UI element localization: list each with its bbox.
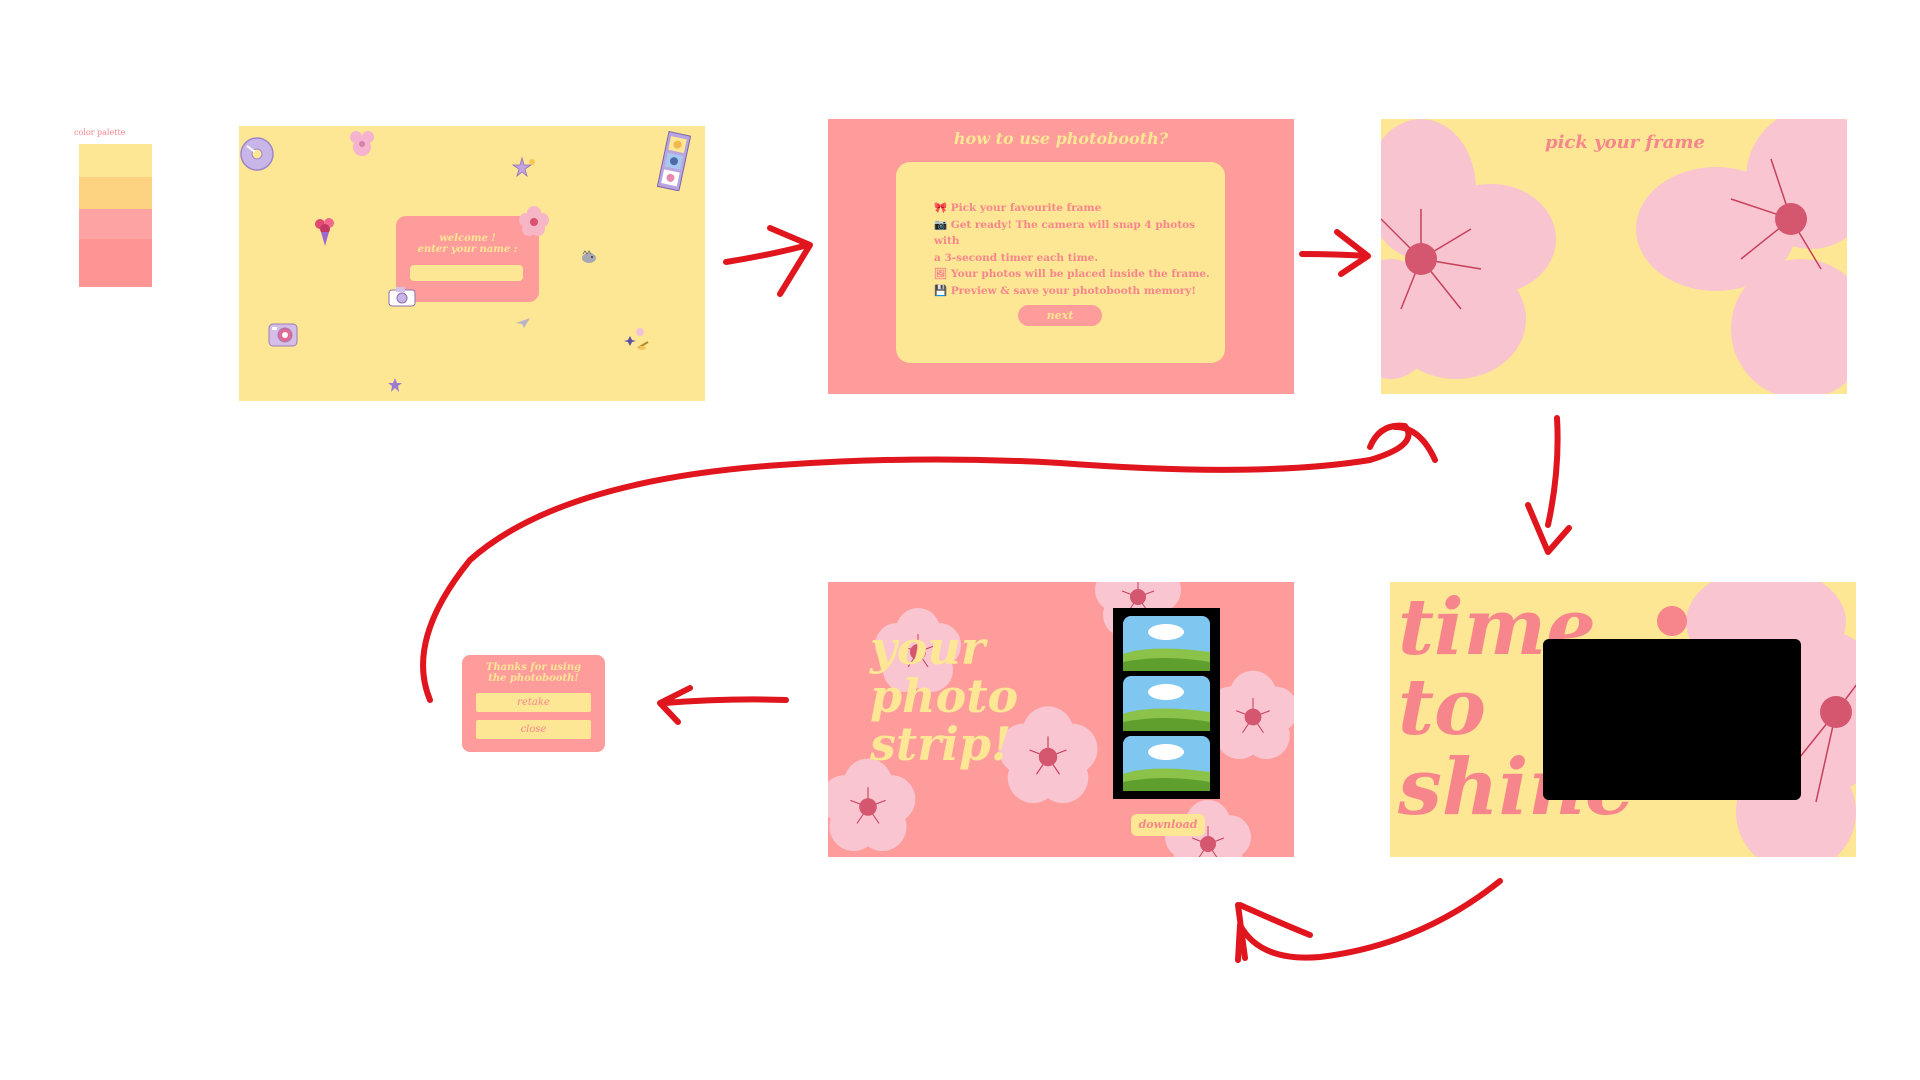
photo-placeholder-3 xyxy=(1123,736,1210,791)
name-input[interactable] xyxy=(410,265,523,281)
thanks-line1: Thanks for using xyxy=(485,662,582,673)
arrow-strip-to-thanks xyxy=(657,685,789,725)
screen-pick-frame: pick your frame xyxy=(1381,119,1847,394)
time-to-shine-line2: to xyxy=(1398,662,1487,753)
color-palette-label: color palette xyxy=(74,128,126,137)
photo-placeholder-1 xyxy=(1123,616,1210,671)
photo-sticker-icon xyxy=(655,131,691,191)
screen-welcome: welcome ! enter your name : xyxy=(239,126,705,401)
star-icon xyxy=(512,156,538,182)
pick-frame-title: pick your frame xyxy=(1545,132,1705,153)
photo-strip-title-line1: your xyxy=(870,621,986,675)
instruction-step: 📷 Get ready! The camera will snap 4 phot… xyxy=(934,218,1196,248)
arrow-thanks-to-frame xyxy=(420,422,1438,703)
camera-icon xyxy=(387,285,417,307)
how-to-title: how to use photobooth? xyxy=(953,129,1169,148)
cherry-blossom-icon xyxy=(519,206,549,236)
close-button[interactable]: close xyxy=(476,720,591,739)
instant-camera-icon xyxy=(266,319,300,349)
screen-how-to-use: how to use photobooth? 🎀 Pick your favou… xyxy=(828,119,1294,394)
screen-photo-strip: your photo strip! download xyxy=(828,582,1294,857)
enter-name-label: enter your name : xyxy=(417,244,518,255)
next-button[interactable]: next xyxy=(1018,305,1102,326)
instructions-list: 🎀 Pick your favourite frame 📷 Get ready!… xyxy=(934,200,1224,299)
instruction-step: 💾 Preview & save your photobooth memory! xyxy=(934,284,1196,297)
flower-icon xyxy=(347,128,377,158)
paper-plane-icon xyxy=(515,317,531,329)
photo-strip xyxy=(1113,608,1220,799)
sparkle-icon xyxy=(622,326,652,356)
thanks-line2: the photobooth! xyxy=(488,673,579,684)
instruction-step: 🎀 Pick your favourite frame xyxy=(934,202,1102,214)
palette-swatch-orange xyxy=(79,177,152,209)
cd-icon xyxy=(239,136,275,172)
screen-time-to-shine: time to shine xyxy=(1390,582,1856,857)
arrow-instructions-to-frame xyxy=(1299,229,1371,277)
retake-button[interactable]: retake xyxy=(476,693,591,712)
star-icon xyxy=(387,377,403,393)
photo-placeholder-2 xyxy=(1123,676,1210,731)
bouquet-icon xyxy=(312,216,338,248)
download-button[interactable]: download xyxy=(1131,814,1205,836)
palette-swatch-yellow xyxy=(79,144,152,177)
palette-swatch-pink xyxy=(79,239,152,287)
arrow-frame-to-camera xyxy=(1525,415,1572,555)
cherry-blossom-icon xyxy=(1636,119,1847,394)
instruction-step: a 3-second timer each time. xyxy=(934,251,1099,264)
cherry-blossom-icon xyxy=(1381,119,1556,379)
arrow-welcome-to-instructions xyxy=(723,225,813,297)
camera-preview xyxy=(1543,639,1801,800)
photo-strip-title-line3: strip! xyxy=(870,717,1012,771)
welcome-dialog: welcome ! enter your name : xyxy=(396,216,539,302)
arrow-camera-to-strip xyxy=(1235,878,1503,963)
shutter-button[interactable] xyxy=(1657,606,1687,636)
thanks-dialog: Thanks for using the photobooth! retake … xyxy=(462,655,605,752)
welcome-heading: welcome ! xyxy=(439,233,496,244)
instruction-step: 🖼 Your photos will be placed inside the … xyxy=(934,268,1210,280)
instructions-card: 🎀 Pick your favourite frame 📷 Get ready!… xyxy=(896,162,1225,363)
palette-swatch-light-pink xyxy=(79,209,152,239)
hedgehog-icon xyxy=(580,249,598,265)
color-palette: color palette xyxy=(74,128,164,298)
photo-strip-title-line2: photo xyxy=(870,669,1019,723)
